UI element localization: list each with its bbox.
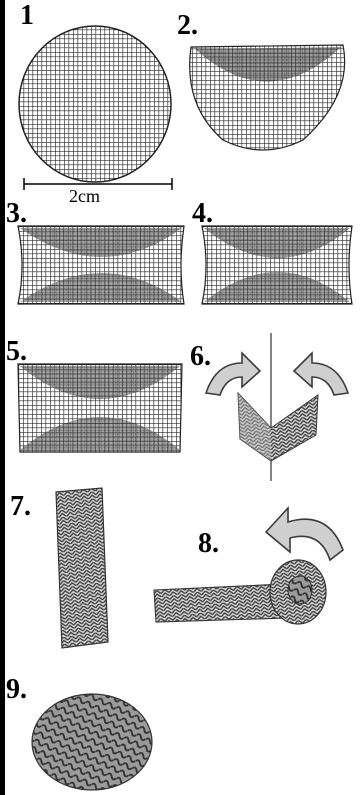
step-6-v-fold xyxy=(198,333,356,483)
step-9-coiled-ball xyxy=(26,688,158,792)
step-9-label: 9. xyxy=(6,676,27,704)
step-7-label: 7. xyxy=(10,493,31,521)
step-2-folded-disk xyxy=(183,35,355,160)
step-8-rolled-tube xyxy=(148,500,356,630)
scale-bar-label: 2cm xyxy=(69,186,100,207)
left-border-bar xyxy=(0,0,5,795)
step-1-mesh-disk xyxy=(10,25,180,185)
step-5-double-fold xyxy=(14,360,186,456)
step-7-vertical-tube xyxy=(46,484,118,656)
step-4-double-fold xyxy=(198,222,358,308)
step-3-double-fold xyxy=(14,222,190,308)
